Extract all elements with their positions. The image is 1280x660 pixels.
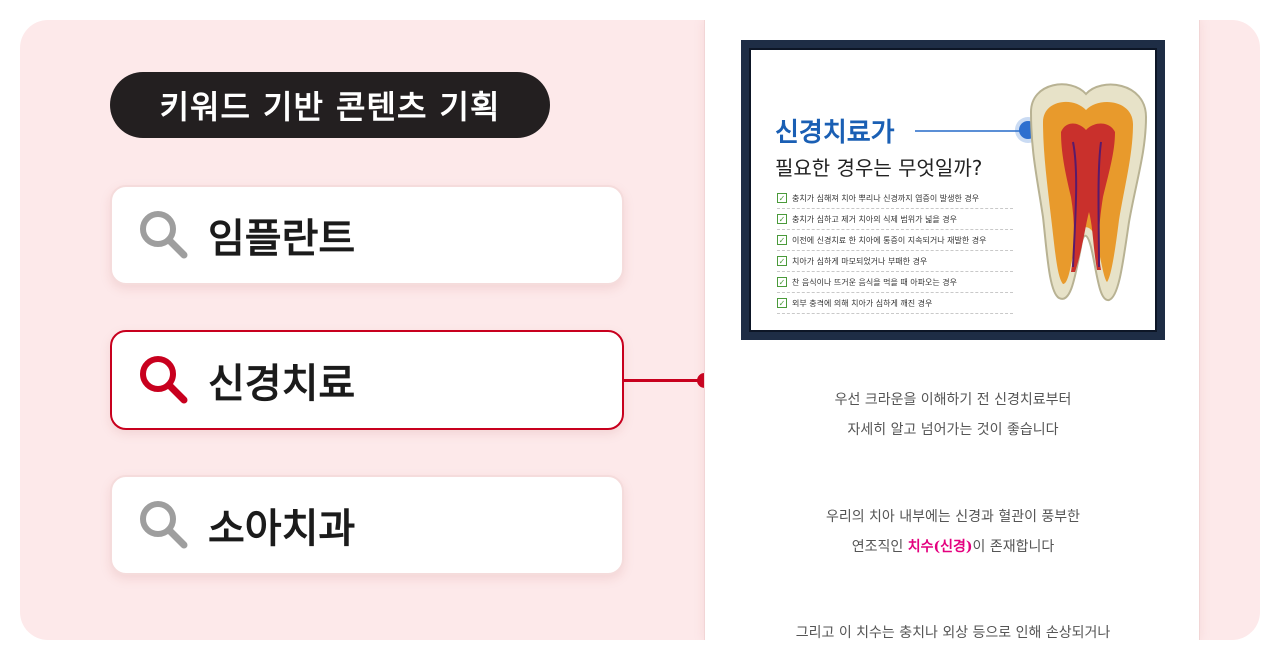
- checkbox-checked-icon: ✓: [777, 277, 787, 287]
- banner-pointer-line: [915, 130, 1025, 132]
- checkbox-checked-icon: ✓: [777, 256, 787, 266]
- document-paragraph-3: 그리고 이 치수는 충치나 외상 등으로 인해 손상되거나: [795, 625, 1111, 640]
- keyword-label: 소아치과: [208, 506, 356, 552]
- list-item: ✓찬 음식이나 뜨거운 음식을 먹을 때 아파오는 경우: [777, 272, 1013, 293]
- list-item: ✓충치가 심하고 제거 치아의 식제 범위가 넓을 경우: [777, 209, 1013, 230]
- page-title: 키워드 기반 콘텐츠 기획: [110, 72, 550, 138]
- checkbox-checked-icon: ✓: [777, 235, 787, 245]
- banner-subtitle: 필요한 경우는 무엇일까?: [775, 156, 983, 180]
- highlighted-term: 치수(신경): [907, 539, 973, 555]
- content-planning-panel: 키워드 기반 콘텐츠 기획 임플란트 신경치료 소아치과 신경치료가: [20, 20, 1260, 640]
- magnifying-glass-icon: [140, 501, 188, 549]
- keyword-label: 신경치료: [208, 361, 356, 407]
- tooth-cross-section: [1029, 83, 1148, 301]
- keyword-card-implant[interactable]: 임플란트: [110, 185, 624, 285]
- list-item: ✓외부 충격에 의해 치아가 심하게 깨진 경우: [777, 293, 1013, 314]
- keyword-label: 임플란트: [208, 216, 356, 262]
- connector-line: [624, 379, 706, 382]
- list-item: ✓충치가 심해져 치아 뿌리나 신경까지 염증이 발생한 경우: [777, 188, 1013, 209]
- checkbox-checked-icon: ✓: [777, 193, 787, 203]
- banner-title: 신경치료가: [775, 118, 895, 148]
- document-paragraph-1: 우선 크라운을 이해하기 전 신경치료부터 자세히 알고 넘어가는 것이 좋습니…: [834, 392, 1072, 438]
- symptom-checklist: ✓충치가 심해져 치아 뿌리나 신경까지 염증이 발생한 경우 ✓충치가 심하고…: [777, 188, 1013, 314]
- keyword-card-pediatric[interactable]: 소아치과: [110, 475, 624, 575]
- magnifying-glass-icon: [140, 356, 188, 404]
- document-paragraph-2: 우리의 치아 내부에는 신경과 혈관이 풍부한 연조직인 치수(신경)이 존재합…: [825, 509, 1081, 555]
- banner-frame: 신경치료가 필요한 경우는 무엇일까? ✓충치가 심해져 치아 뿌리나 신경까지…: [749, 48, 1157, 332]
- blog-document-preview[interactable]: 신경치료가 필요한 경우는 무엇일까? ✓충치가 심해져 치아 뿌리나 신경까지…: [704, 20, 1200, 640]
- keyword-card-root-canal[interactable]: 신경치료: [110, 330, 624, 430]
- checkbox-checked-icon: ✓: [777, 214, 787, 224]
- list-item: ✓이전에 신경치료 한 치아에 통증이 지속되거나 재발한 경우: [777, 230, 1013, 251]
- checkbox-checked-icon: ✓: [777, 298, 787, 308]
- magnifying-glass-icon: [140, 211, 188, 259]
- root-canal-banner: 신경치료가 필요한 경우는 무엇일까? ✓충치가 심해져 치아 뿌리나 신경까지…: [741, 40, 1165, 340]
- list-item: ✓치아가 심하게 마모되었거나 부패한 경우: [777, 251, 1013, 272]
